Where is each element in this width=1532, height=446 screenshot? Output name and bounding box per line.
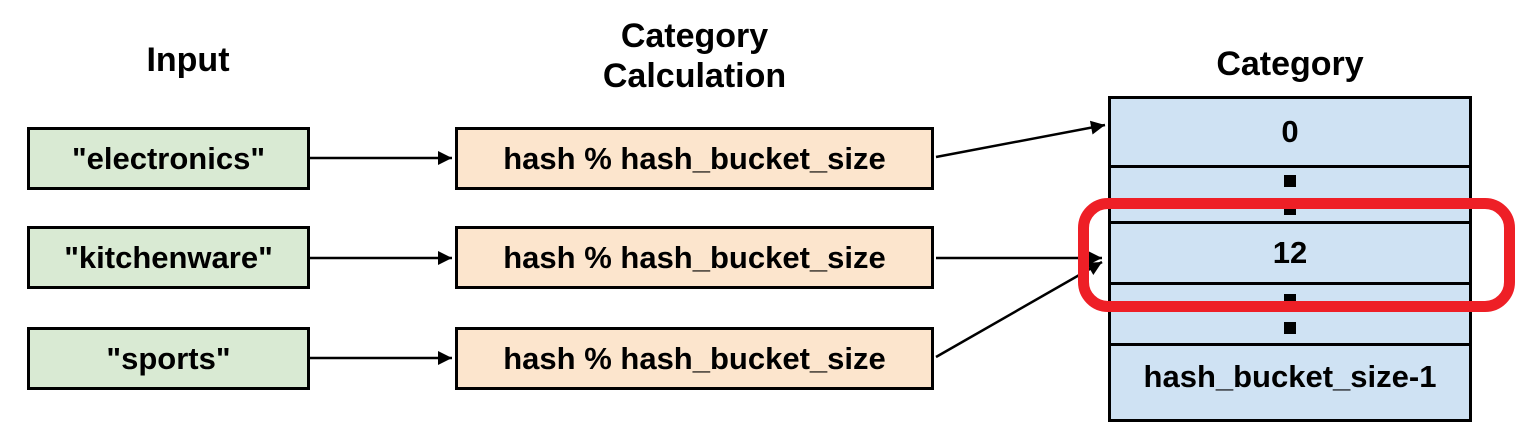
calculation-box-3: hash % hash_bucket_size bbox=[455, 327, 934, 390]
highlight-bucket-12 bbox=[1078, 198, 1515, 312]
calculation-column-header: Category Calculation bbox=[455, 16, 934, 96]
bucket-row-0: 0 bbox=[1111, 99, 1469, 165]
calculation-box-2: hash % hash_bucket_size bbox=[455, 226, 934, 289]
input-box-electronics: "electronics" bbox=[27, 127, 310, 190]
category-column-header: Category bbox=[1216, 45, 1364, 83]
bucket-row-last: hash_bucket_size-1 bbox=[1111, 343, 1469, 407]
input-box-label: "electronics" bbox=[71, 140, 266, 176]
calculation-box-label: hash % hash_bucket_size bbox=[503, 239, 886, 275]
bucket-row-12: 12 bbox=[1111, 221, 1469, 282]
calculation-box-1: hash % hash_bucket_size bbox=[455, 127, 934, 190]
arrow-calc1-to-bucket-0 bbox=[935, 120, 1106, 159]
bucket-row-label: 12 bbox=[1272, 235, 1308, 270]
calculation-header-line2: Calculation bbox=[602, 57, 787, 95]
category-bucket-table: 0 12 hash_bucket_size-1 bbox=[1108, 96, 1472, 422]
bucket-row-label: hash_bucket_size-1 bbox=[1143, 358, 1437, 394]
calculation-box-label: hash % hash_bucket_size bbox=[503, 340, 886, 376]
calculation-header-line1: Category bbox=[620, 17, 769, 55]
ellipsis-dot bbox=[1284, 322, 1296, 334]
ellipsis-dot bbox=[1284, 174, 1296, 187]
input-box-kitchenware: "kitchenware" bbox=[27, 226, 310, 289]
calculation-box-label: hash % hash_bucket_size bbox=[503, 140, 886, 176]
input-box-sports: "sports" bbox=[27, 327, 310, 390]
input-box-label: "sports" bbox=[106, 340, 231, 376]
input-column-header: Input bbox=[146, 41, 230, 79]
bucket-row-label: 0 bbox=[1281, 114, 1299, 149]
input-box-label: "kitchenware" bbox=[64, 239, 273, 275]
